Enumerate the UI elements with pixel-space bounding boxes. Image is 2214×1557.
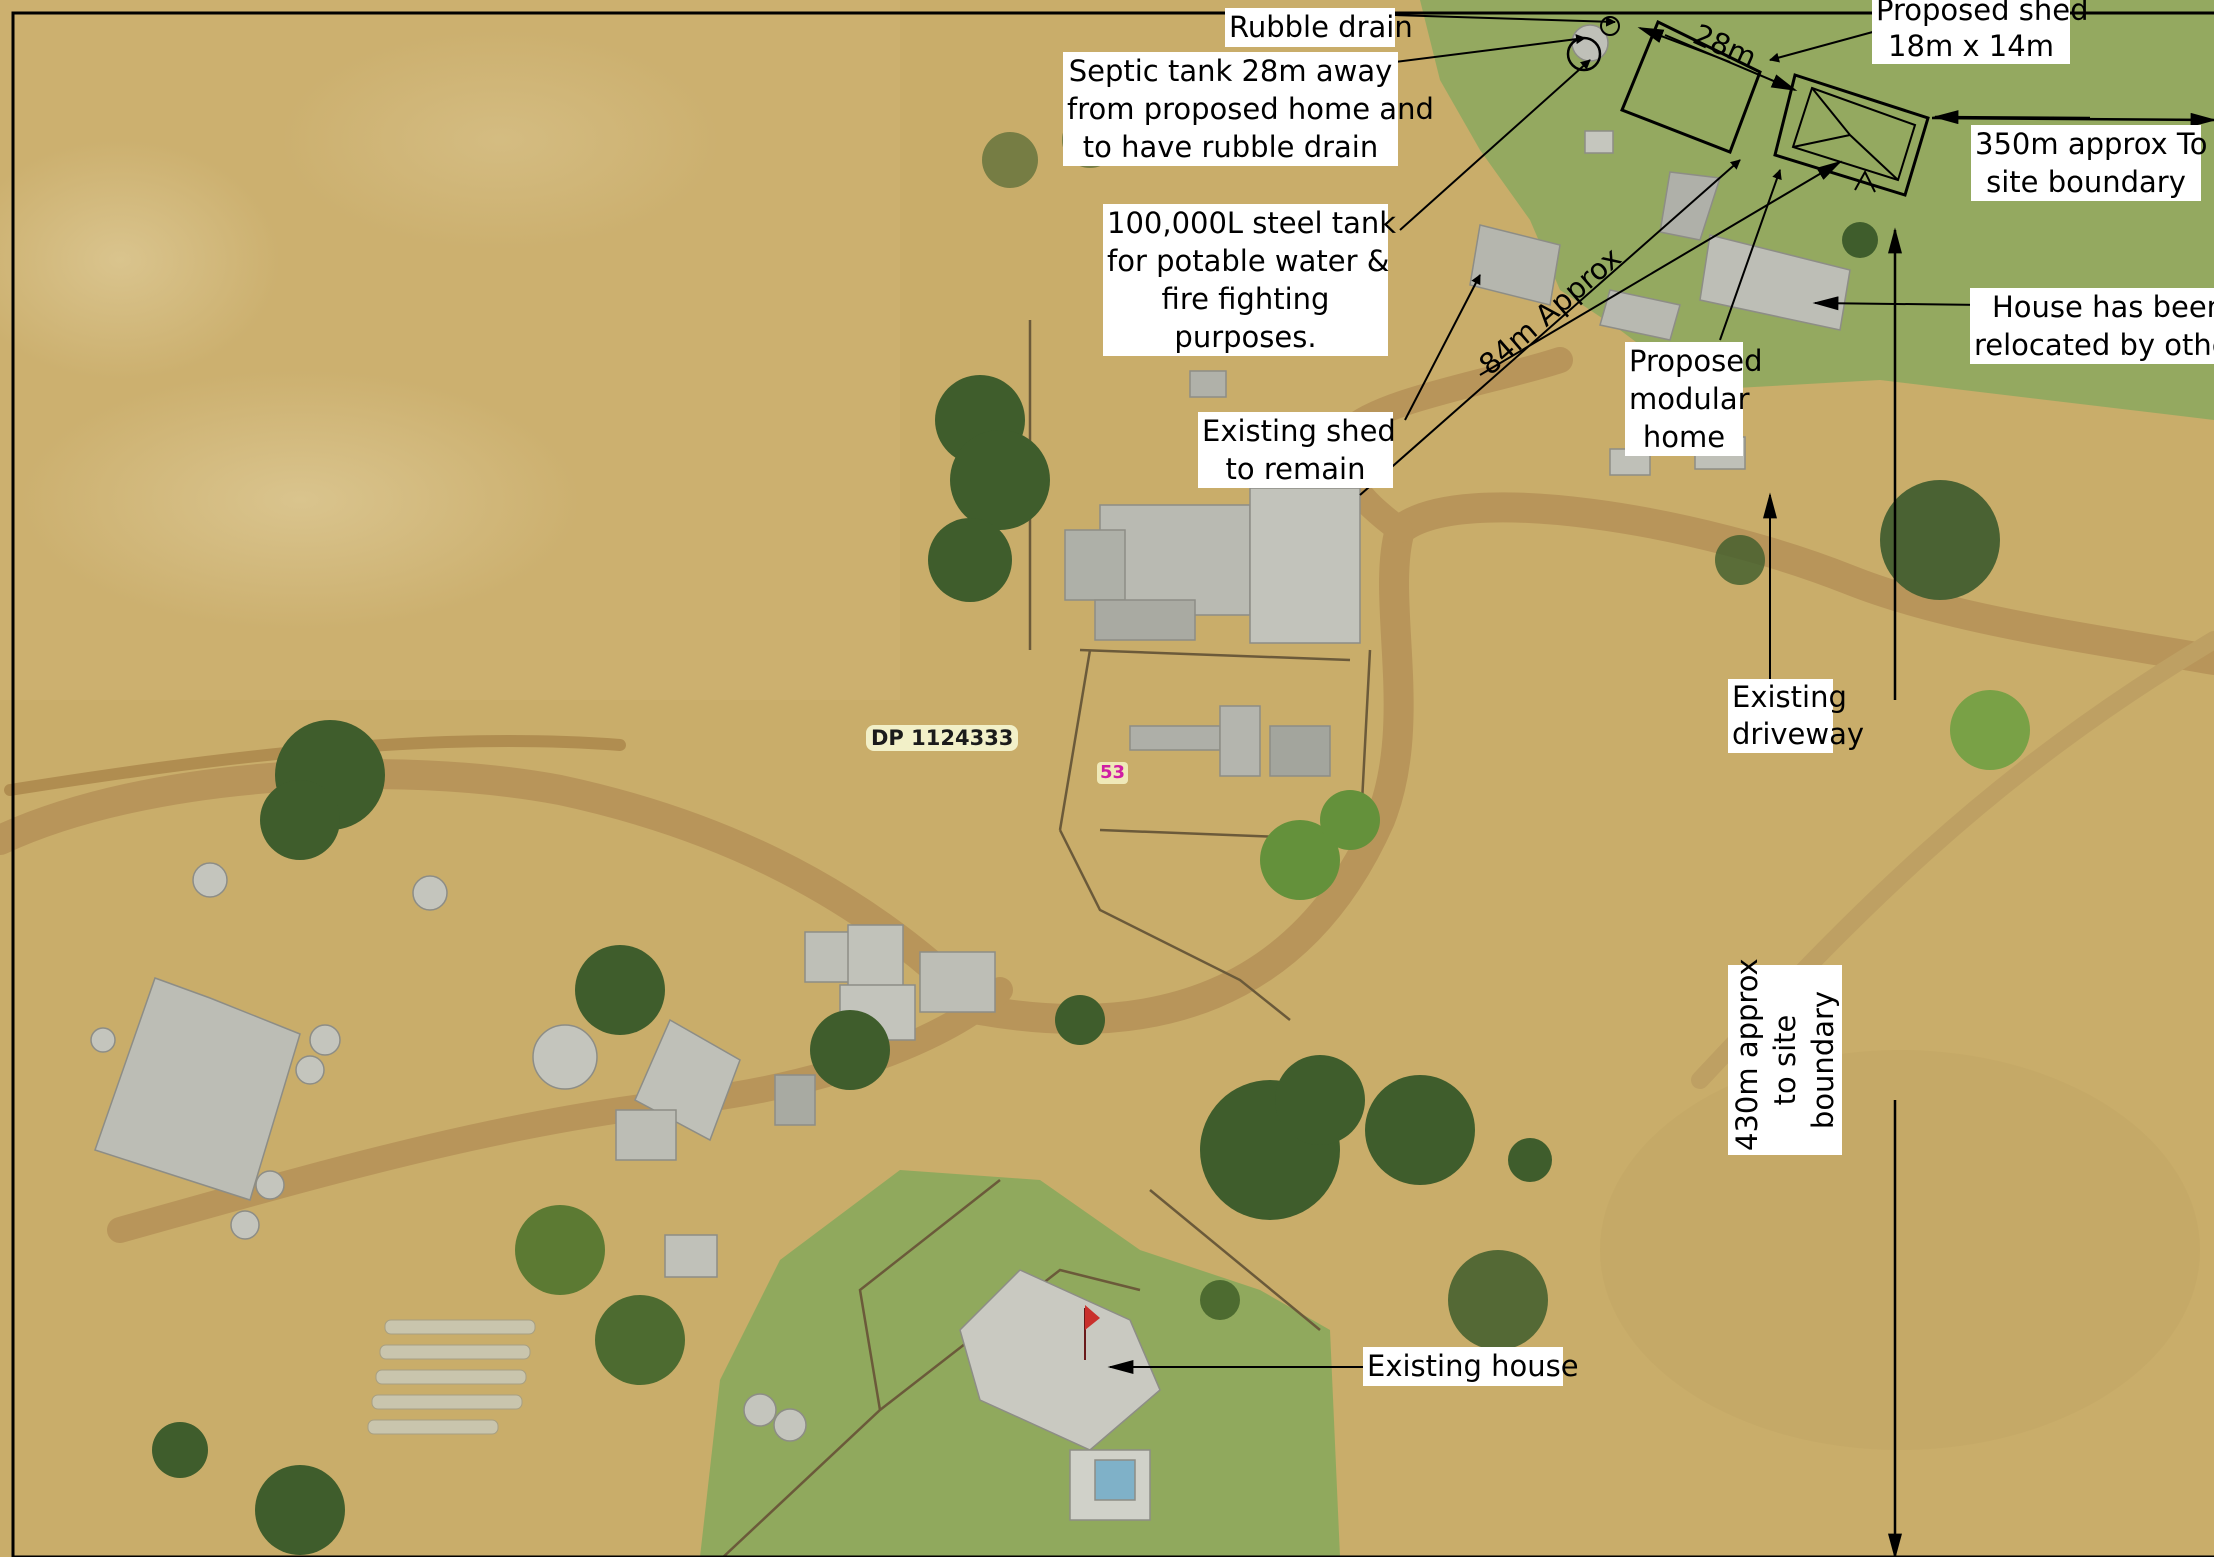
leader-lines — [1107, 14, 2214, 1557]
hay-bales — [367, 1319, 536, 1435]
site-boundary-south-label: 430m approx to site boundary — [1728, 958, 1842, 1155]
fence-lines — [721, 320, 1372, 1557]
existing-driveway-label: Existing driveway — [1728, 679, 1864, 753]
deposited-plan-label: DP 1124333 — [866, 725, 1019, 751]
proposed-shed-label: Proposed shed 18m x 14m — [1872, 0, 2088, 64]
rubble-drain-label: Rubble drain — [1225, 8, 1413, 47]
lot-number-label: 53 — [1097, 762, 1129, 784]
proposed-structures — [1566, 16, 1930, 197]
proposed-shed-outline — [1620, 19, 1762, 154]
existing-shed-label: Existing shed to remain — [1198, 412, 1396, 488]
proposed-home-label: Proposed modular home — [1625, 342, 1763, 456]
existing-house-label: Existing house — [1363, 1347, 1579, 1386]
proposed-home-outline — [1773, 73, 1930, 197]
site-boundary-east-label: 350m approx To site boundary — [1971, 125, 2207, 201]
buildings — [90, 24, 1851, 1521]
house-relocated-label: House has been relocated by others — [1970, 288, 2214, 364]
septic-tank-label: Septic tank 28m away from proposed home … — [1063, 52, 1434, 166]
steel-tank-label: 100,000L steel tank for potable water & … — [1103, 204, 1396, 356]
